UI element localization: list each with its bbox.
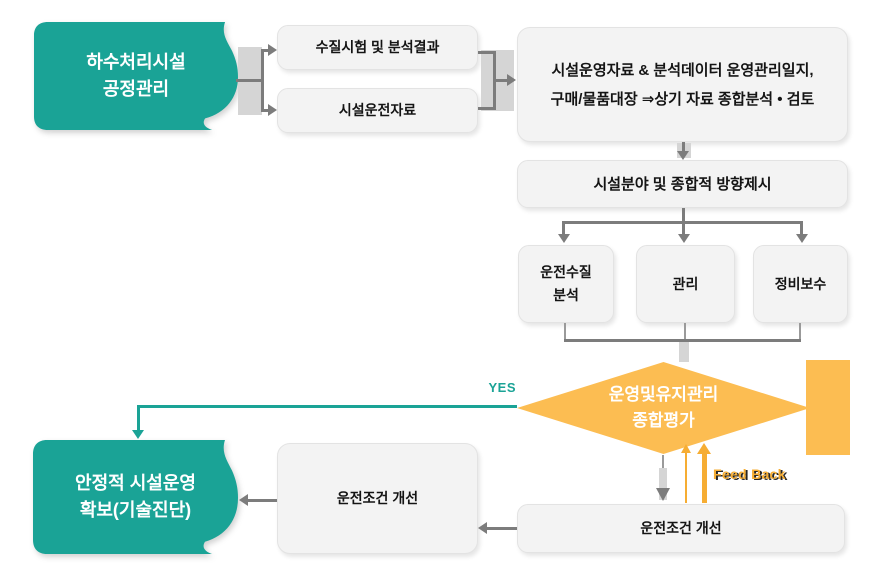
water-test-label: 수질시험 및 분석결과 (315, 39, 440, 55)
connector-right-hline (493, 79, 508, 82)
converge-stub-2 (684, 323, 686, 341)
feedback-arrow-thin-head (681, 444, 691, 453)
node-water-test: 수질시험 및 분석결과 (277, 25, 478, 70)
no-path-bar (659, 468, 667, 500)
arrow-to-direction (677, 151, 689, 160)
split-drop-1 (562, 223, 565, 236)
connector-left-stub-bottom (261, 109, 269, 112)
arrow-to-water-test (268, 44, 277, 56)
split-drop-2 (682, 223, 685, 236)
operation-quality-line1: 운전수질 (540, 264, 592, 280)
arrow-to-analysis (507, 74, 516, 86)
split-drop-3 (800, 223, 803, 236)
operation-data-label: 시설운전자료 (338, 102, 417, 118)
connector-right-stub-bottom (478, 107, 496, 110)
improve-mid-label: 운전조건 개선 (336, 490, 419, 506)
feedback-arrow-thin-line (685, 451, 687, 503)
stable-line2: 확보(기술진단) (79, 500, 192, 520)
node-process-management: 하수처리시설 공정관리 (34, 22, 238, 130)
node-improve-condition-bottom: 운전조건 개선 (517, 504, 845, 553)
feedback-arrow-thick-line (702, 453, 707, 503)
yes-label: YES (488, 380, 516, 395)
connector-left-vline (261, 50, 264, 111)
node-evaluation: 운영및유지관리 종합평가 (517, 362, 810, 454)
node-direction: 시설분야 및 종합적 방향제시 (517, 160, 848, 208)
connector-analysis-direction-vline (682, 142, 685, 153)
maintenance-label: 정비보수 (774, 275, 827, 292)
management-label: 관리 (672, 275, 699, 292)
node-analysis: 시설운영자료 & 분석데이터 운영관리일지, 구매/물품대장 ⇒상기 자료 종합… (517, 27, 848, 142)
connector-left-hline (236, 79, 264, 82)
converge-stub-1 (564, 323, 566, 341)
feedback-label: Feed Back (713, 466, 786, 482)
evaluation-line2: 종합평가 (632, 411, 695, 430)
converge-hline (564, 339, 801, 342)
node-stable-operation: 안정적 시설운영 확보(기술진단) (33, 440, 238, 554)
node-management: 관리 (636, 245, 735, 323)
arrow-to-maintenance (796, 234, 808, 243)
arrow-mid-to-stable-head (239, 494, 248, 506)
converge-bar (679, 342, 689, 362)
split-hline (562, 221, 803, 224)
teal-shape (34, 22, 238, 130)
arrow-bottom-to-mid-line (487, 527, 517, 530)
arrow-mid-to-stable-line (248, 499, 277, 502)
improve-bottom-label: 운전조건 개선 (640, 520, 722, 536)
split-vline (682, 208, 685, 223)
arrow-to-operation-quality (558, 234, 570, 243)
analysis-line1: 시설운영자료 & 분석데이터 운영관리일지, (551, 61, 814, 79)
direction-label: 시설분야 및 종합적 방향제시 (593, 175, 772, 193)
node-maintenance: 정비보수 (753, 245, 848, 323)
yes-vline (137, 405, 140, 432)
arrow-to-improve-bottom (656, 488, 670, 501)
process-line2: 공정관리 (102, 79, 170, 99)
node-operation-quality: 운전수질 분석 (518, 245, 614, 323)
arrow-to-operation-data (268, 104, 277, 116)
node-process-management-label: 하수처리시설 공정관리 (34, 22, 238, 130)
arrow-to-management (678, 234, 690, 243)
feedback-arrow-thick-head (697, 443, 711, 454)
arrow-yes-to-stable (132, 430, 144, 439)
operation-quality-line2: 분석 (553, 287, 579, 303)
node-operation-data: 시설운전자료 (277, 88, 478, 133)
node-stable-operation-label: 안정적 시설운영 확보(기술진단) (33, 440, 238, 554)
node-improve-condition-mid: 운전조건 개선 (277, 443, 478, 554)
converge-stub-3 (799, 323, 801, 341)
teal-shape (33, 440, 238, 554)
evaluation-side-rect (806, 360, 850, 455)
connector-left-stub-top (261, 49, 269, 52)
stable-line1: 안정적 시설운영 (75, 473, 196, 493)
analysis-line2: 구매/물품대장 ⇒상기 자료 종합분석 • 검토 (550, 90, 815, 108)
arrow-bottom-to-mid-head (478, 522, 487, 534)
evaluation-line1: 운영및유지관리 (608, 385, 719, 404)
yes-hline (139, 405, 517, 408)
connector-right-stub-top (478, 51, 496, 54)
process-line1: 하수처리시설 (86, 52, 186, 72)
